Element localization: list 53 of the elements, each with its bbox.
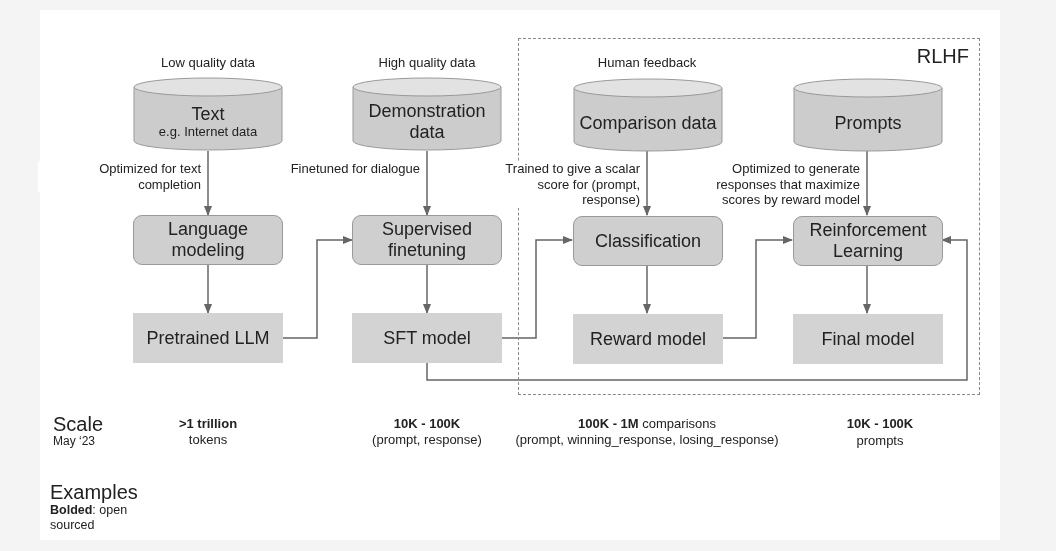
- process-box: [352, 215, 502, 265]
- node-label: Final model: [821, 328, 915, 350]
- row-heading: Examples: [50, 480, 139, 504]
- arrow: [642, 150, 652, 217]
- database-cylinder: [573, 78, 723, 152]
- node-label: Reinforcement Learning: [808, 220, 928, 262]
- model-box: [352, 313, 502, 363]
- node-label: Reward model: [589, 328, 707, 350]
- arrow: [426, 235, 968, 381]
- note-text: tokens: [187, 432, 229, 448]
- note-text: 100K - 1M comparisons: [577, 416, 717, 432]
- arrow: [862, 150, 872, 217]
- node-label: Text: [191, 104, 225, 125]
- edge-label: Optimized for text completion: [38, 161, 201, 193]
- arrow: [642, 264, 652, 315]
- model-box: [793, 314, 943, 364]
- data-caption: Low quality data: [160, 55, 256, 71]
- data-caption: High quality data: [377, 55, 477, 71]
- node-label: SFT model: [383, 327, 471, 349]
- note-text: May ‘23: [53, 434, 97, 449]
- node-label: Demonstration data: [367, 101, 487, 143]
- model-box: [133, 313, 283, 363]
- note-text: (prompt, response): [371, 432, 483, 448]
- process-box: [793, 216, 943, 266]
- node-label: Pretrained LLM: [146, 327, 270, 349]
- node-label: Supervised finetuning: [380, 219, 474, 261]
- node-label: Language modeling: [166, 219, 250, 261]
- database-cylinder: [352, 77, 502, 151]
- process-box: [133, 215, 283, 265]
- process-box: [573, 216, 723, 266]
- arrow: [282, 235, 354, 339]
- note-text: 10K - 100K: [392, 416, 462, 432]
- note-text: >1 trillion: [177, 416, 239, 432]
- note-text: 10K - 100K: [845, 416, 915, 432]
- note-text: (prompt, winning_response, losing_response): [514, 432, 780, 448]
- note-text: prompts: [855, 433, 905, 449]
- group-title: RLHF: [916, 45, 969, 68]
- arrow: [203, 264, 213, 315]
- data-caption: Human feedback: [596, 55, 698, 71]
- arrow: [203, 150, 213, 217]
- arrow: [501, 235, 574, 339]
- node-label: Comparison data: [579, 112, 717, 134]
- arrow: [862, 264, 872, 315]
- row-heading: Scale: [53, 412, 105, 436]
- note-text: Bolded: open sourced: [50, 503, 129, 533]
- node-sublabel: e.g. Internet data: [158, 124, 258, 140]
- node-label: Classification: [594, 230, 701, 252]
- model-box: [573, 314, 723, 364]
- database-cylinder: [133, 77, 283, 151]
- database-cylinder: [793, 78, 943, 152]
- arrow: [422, 264, 432, 315]
- arrow: [422, 150, 432, 217]
- node-label: Prompts: [834, 112, 902, 134]
